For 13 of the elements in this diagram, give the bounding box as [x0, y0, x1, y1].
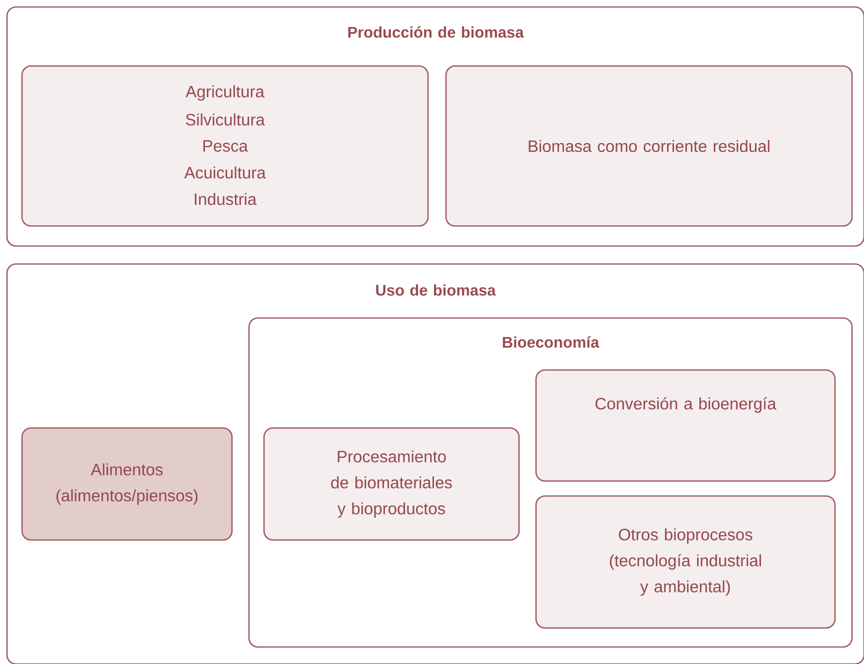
box-label: Otros bioprocesos (tecnología industrial y ambiental): [610, 528, 761, 596]
box-label: Industria: [194, 192, 257, 206]
box-label: Procesamiento de biomateriales y bioproductos: [331, 450, 452, 518]
box-label: Acuicultura: [184, 166, 266, 179]
box-label: Silvicultura: [186, 113, 265, 126]
box-title: Uso de biomasa: [376, 284, 496, 296]
box-title: Bioeconomía: [502, 336, 600, 348]
box-label: Biomasa como corriente residual: [528, 140, 770, 152]
box-label: Alimentos (alimentos/piensos): [56, 463, 198, 505]
box-label: Agricultura: [186, 85, 264, 101]
box-label: Conversión a bioenergía: [596, 397, 776, 413]
box-label: Pesca: [203, 140, 248, 152]
box-title: Producción de biomasa: [348, 26, 524, 38]
